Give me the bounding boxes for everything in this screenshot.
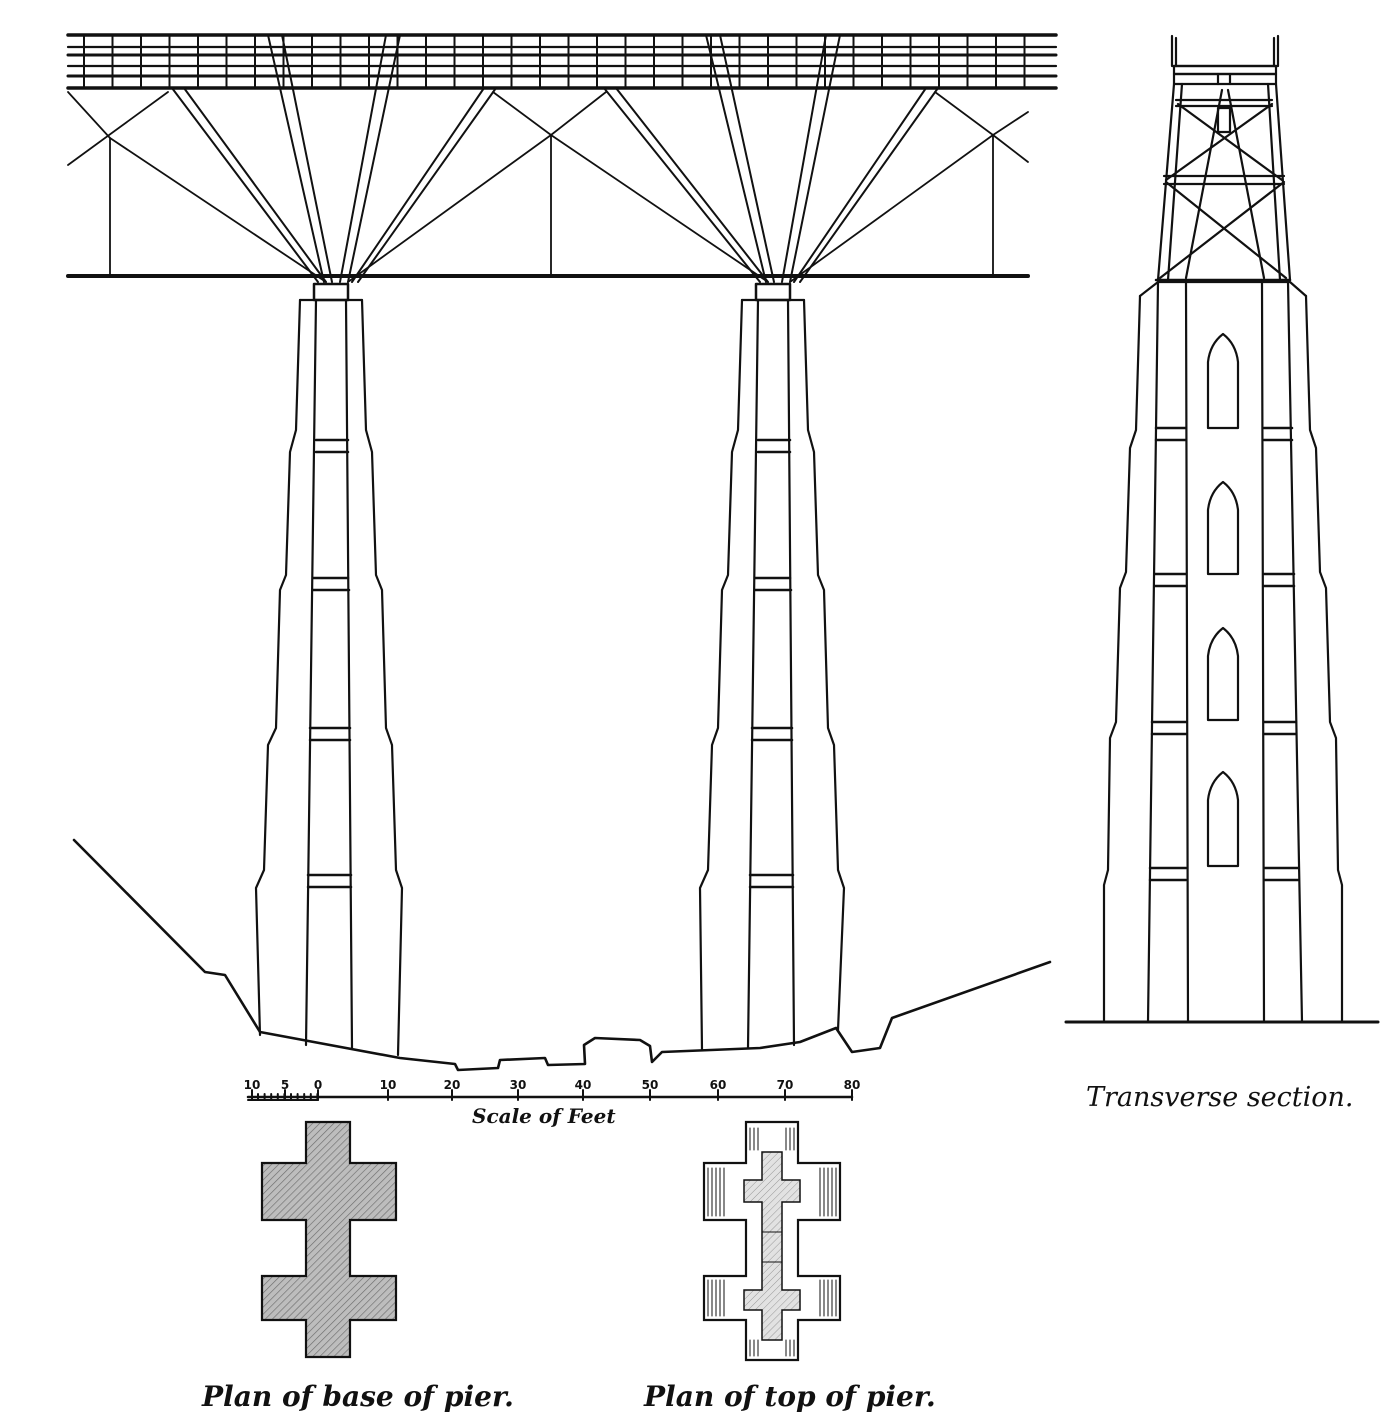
transverse-tower <box>1154 34 1292 282</box>
scale-tick-label: 5 <box>280 1078 290 1092</box>
plan-base-shape <box>260 1120 398 1359</box>
fan-struts-pier-2 <box>603 34 939 283</box>
scale-tick-label: 10 <box>379 1078 397 1092</box>
scale-tick-label: 80 <box>843 1078 861 1092</box>
scale-tick-label: 60 <box>709 1078 727 1092</box>
scale-tick-label: 0 <box>313 1078 323 1092</box>
deck-truss <box>66 33 1058 90</box>
scale-tick-label: 20 <box>443 1078 461 1092</box>
plan-top-caption: Plan of top of pier. <box>644 1380 936 1413</box>
transverse-section-caption: Transverse section. <box>1086 1082 1354 1113</box>
scale-tick-label: 50 <box>641 1078 659 1092</box>
scale-bar <box>246 1089 854 1101</box>
scale-tick-label: 30 <box>509 1078 527 1092</box>
scale-tick-label: 10 <box>243 1078 261 1092</box>
scale-tick-label: 40 <box>574 1078 592 1092</box>
plan-base-caption: Plan of base of pier. <box>202 1380 514 1413</box>
transverse-pier <box>1064 280 1380 1024</box>
pier-windows <box>1206 332 1240 868</box>
pier-right <box>698 282 846 1052</box>
fan-struts-pier-1 <box>171 34 497 283</box>
ground-profile <box>72 838 1052 1072</box>
pier-left <box>254 282 404 1057</box>
cross-bracing <box>67 91 1029 283</box>
scale-title: Scale of Feet <box>472 1104 616 1128</box>
plan-top-shape <box>702 1120 842 1362</box>
scale-tick-label: 70 <box>776 1078 794 1092</box>
